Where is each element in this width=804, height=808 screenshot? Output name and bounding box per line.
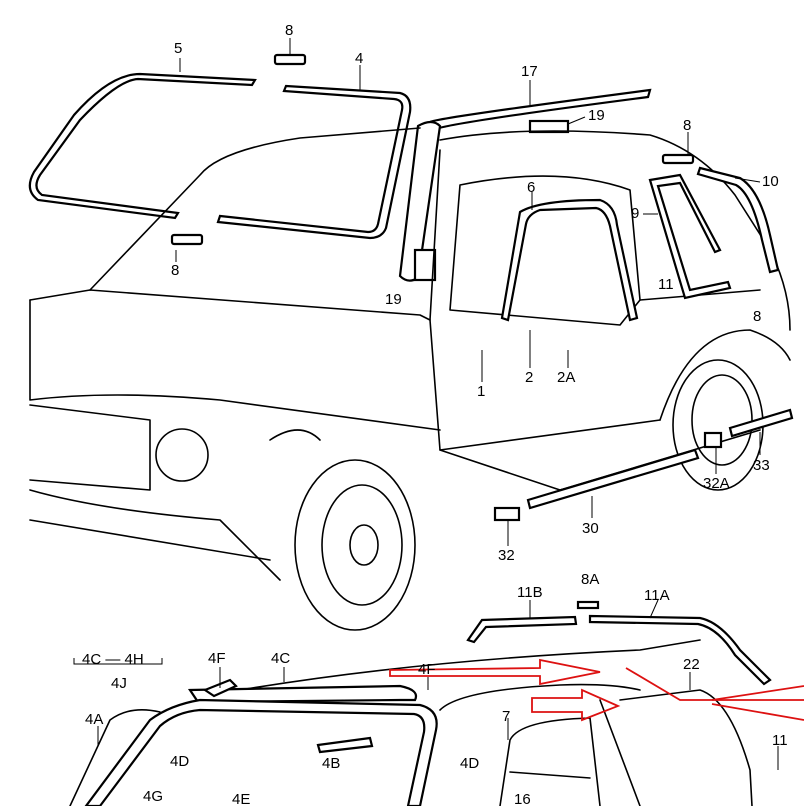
clip-8-top	[273, 53, 307, 66]
label-8a: 8A	[581, 571, 600, 588]
label-4d-2: 4D	[460, 755, 480, 772]
label-16: 16	[514, 791, 531, 808]
clip-19-top	[528, 119, 570, 134]
label-4d: 4D	[170, 753, 190, 770]
sill-molding-30	[526, 448, 700, 510]
label-4c-4h: 4C — 4H	[82, 651, 144, 668]
label-7: 7	[502, 708, 511, 725]
label-4b: 4B	[322, 755, 341, 772]
label-8-rear: 8	[753, 308, 762, 325]
label-4e: 4E	[232, 791, 251, 808]
label-19-top: 19	[588, 107, 605, 124]
car-body	[29, 127, 791, 581]
label-5: 5	[174, 40, 183, 57]
label-2: 2	[525, 369, 534, 386]
label-11-lower: 11	[772, 732, 788, 749]
label-33: 33	[753, 457, 770, 474]
label-1: 1	[477, 383, 486, 400]
label-4c: 4C	[271, 650, 291, 667]
end-cap-32a	[703, 431, 723, 449]
windshield-seal	[28, 72, 412, 240]
clip-8-right	[661, 153, 695, 165]
label-10: 10	[762, 173, 779, 190]
label-11a: 11A	[644, 587, 670, 604]
rear-window-seal	[648, 173, 732, 300]
label-8: 8	[285, 22, 294, 39]
clip-8-left	[170, 233, 204, 246]
highlight-arrows	[389, 658, 804, 722]
label-4g: 4G	[143, 788, 164, 805]
label-32a: 32A	[703, 475, 730, 492]
end-cap-32	[493, 506, 521, 522]
label-6: 6	[527, 179, 536, 196]
label-2a: 2A	[557, 369, 576, 386]
label-19-lower: 19	[385, 291, 402, 308]
label-4f-2: 4F	[418, 661, 436, 678]
label-9: 9	[631, 205, 640, 222]
detail-view	[69, 600, 772, 806]
door-seal	[500, 198, 639, 322]
label-32: 32	[498, 547, 515, 564]
roof-trim	[428, 88, 652, 132]
headlight	[155, 428, 209, 482]
label-4f: 4F	[208, 650, 226, 667]
label-8-right: 8	[683, 117, 692, 134]
clip-19-lower	[413, 248, 437, 282]
label-4j: 4J	[111, 675, 127, 692]
leader-lines	[73, 38, 779, 770]
label-4: 4	[355, 50, 364, 67]
label-22: 22	[683, 656, 700, 673]
label-8-left: 8	[171, 262, 180, 279]
front-wheel	[294, 459, 416, 631]
label-11: 11	[658, 276, 674, 293]
label-17: 17	[521, 63, 538, 80]
quarter-seal	[696, 166, 780, 274]
sill-molding-33	[728, 408, 794, 438]
label-30: 30	[582, 520, 599, 537]
label-4a: 4A	[85, 711, 104, 728]
label-11b: 11B	[517, 584, 543, 601]
